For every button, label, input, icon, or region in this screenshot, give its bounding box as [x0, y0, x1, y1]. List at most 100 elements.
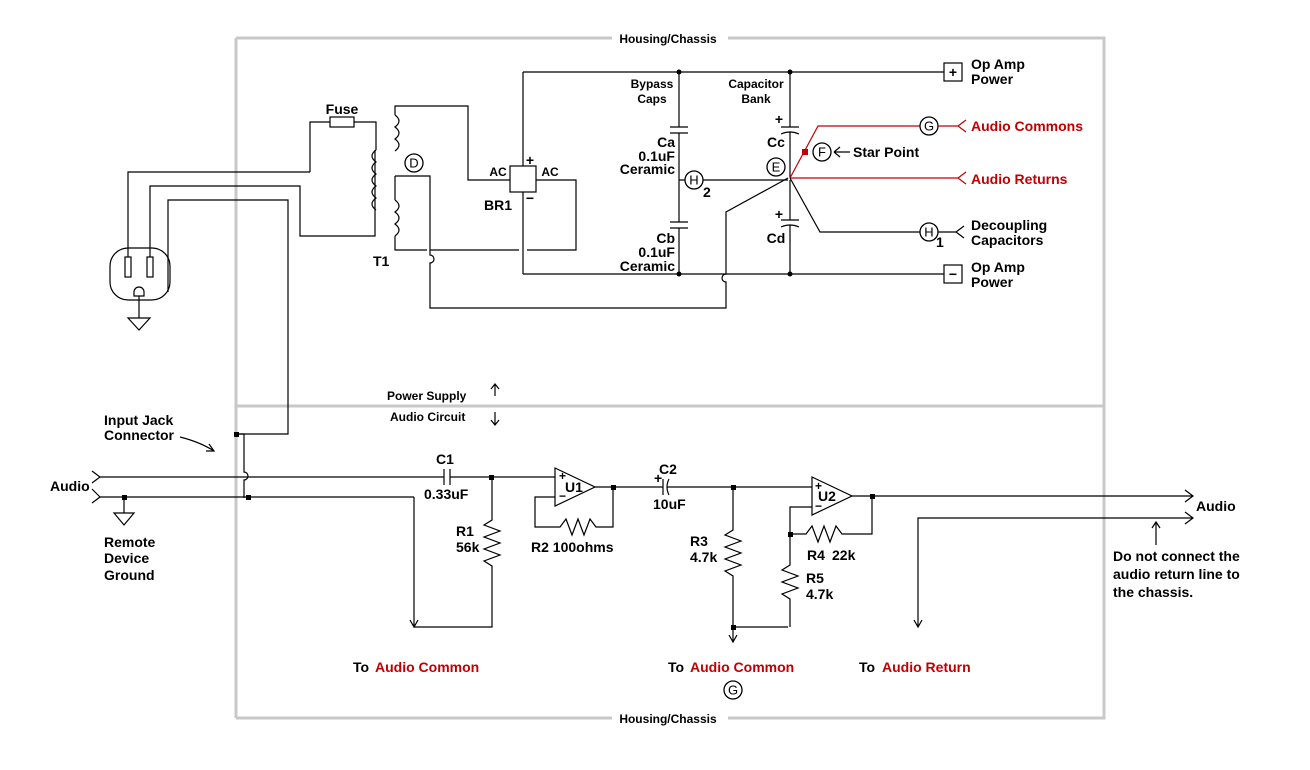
note-1: Do not connect the — [1113, 548, 1240, 564]
bank-capacitors — [780, 72, 800, 274]
c1-value: 0.33uF — [424, 486, 469, 502]
to-return: To — [859, 659, 875, 675]
bypass-caps-1: Bypass — [631, 77, 674, 91]
to-common-2-red: Audio Common — [690, 659, 794, 675]
c2-plus: + — [654, 470, 662, 486]
r4-label: R4 — [807, 547, 825, 563]
input-jack-1: Input Jack — [104, 412, 173, 428]
node-d-label: D — [409, 156, 418, 171]
earth-ground-1 — [126, 296, 152, 331]
decoupling-1: Decoupling — [971, 217, 1047, 233]
audio-out-label: Audio — [1196, 498, 1236, 514]
power-supply-label: Power Supply — [387, 389, 467, 403]
r3-value: 4.7k — [690, 549, 717, 565]
op-amp-pos-sign: + — [949, 64, 957, 80]
star-point-marker — [802, 149, 808, 155]
down-arrow — [490, 412, 500, 426]
ca-value: 0.1uF — [638, 148, 675, 164]
r2-label: R2 100ohms — [531, 539, 614, 555]
r3-resistor — [723, 487, 788, 628]
cd-label: Cd — [767, 230, 786, 246]
audio-commons-line — [789, 125, 920, 179]
t1-label: T1 — [373, 253, 390, 269]
audio-commons-label: Audio Commons — [971, 118, 1083, 134]
up-arrow — [490, 383, 500, 396]
br1-label: BR1 — [484, 197, 512, 213]
node-g-bottom-label: G — [728, 683, 738, 698]
note-arrow — [1151, 520, 1161, 545]
star-point-label: Star Point — [853, 144, 919, 160]
node-g-bottom — [723, 680, 743, 700]
remote-1: Remote — [104, 534, 156, 550]
node-h2-label: H — [689, 173, 698, 188]
ac-left-label: AC — [489, 165, 507, 179]
bypass-capacitors — [670, 72, 688, 274]
br1-minus: − — [526, 190, 534, 206]
note-2: audio return line to — [1113, 566, 1240, 582]
r3-label: R3 — [690, 533, 708, 549]
c1-label: C1 — [436, 451, 454, 467]
fuse-label: Fuse — [326, 101, 359, 117]
audio-in-label: Audio — [50, 478, 90, 494]
node-g-top-label: G — [924, 119, 934, 134]
decoupling-2: Capacitors — [971, 232, 1044, 248]
node-d — [404, 153, 424, 173]
u2-plus: + — [815, 479, 822, 493]
cb-type: Ceramic — [620, 258, 675, 274]
node-e-label: E — [772, 160, 781, 175]
chassis-bottom-label: Housing/Chassis — [619, 712, 717, 726]
op-amp-pos-terminal — [943, 62, 963, 82]
remote-3: Ground — [104, 567, 155, 583]
r5-value: 4.7k — [806, 586, 833, 602]
to-return-red: Audio Return — [882, 659, 971, 675]
node-h1-label: H — [924, 225, 933, 240]
r1-label: R1 — [456, 523, 474, 539]
br1-plus: + — [526, 152, 534, 168]
r1-value: 56k — [456, 539, 480, 555]
bridge-rectifier-br1 — [430, 72, 577, 274]
u1-plus: + — [559, 469, 566, 483]
to-common-1-red: Audio Common — [375, 659, 479, 675]
op-amp-u2 — [811, 476, 854, 516]
cb-label: Cb — [656, 230, 675, 246]
to-common-2: To — [668, 659, 684, 675]
u1-label: U1 — [565, 479, 583, 495]
to-common-1: To — [353, 659, 369, 675]
node-h2 — [684, 170, 704, 190]
cb-value: 0.1uF — [638, 244, 675, 260]
node-f — [812, 142, 832, 162]
op-amp-neg-2: Power — [971, 274, 1014, 290]
chassis-outline — [234, 36, 1106, 720]
u1-minus: − — [559, 489, 566, 503]
cc-label: Cc — [767, 134, 785, 150]
audio-out-line — [852, 489, 1194, 503]
c1-symbol — [438, 469, 555, 485]
op-amp-neg-1: Op Amp — [971, 259, 1025, 275]
op-amp-pos-2: Power — [971, 71, 1014, 87]
u2-label: U2 — [818, 488, 836, 504]
audio-return-line — [913, 517, 1193, 629]
op-amp-u1 — [554, 467, 597, 507]
fuse-symbol — [329, 116, 355, 128]
ca-label: Ca — [657, 134, 675, 150]
c2-label: C2 — [659, 461, 677, 477]
input-jack-arrow — [179, 436, 216, 452]
ac-outlet — [109, 247, 171, 301]
chassis-top-label: Housing/Chassis — [619, 32, 717, 46]
node-h2-sub: 2 — [703, 184, 711, 200]
cap-bank-2: Bank — [741, 92, 771, 106]
node-e — [766, 157, 786, 177]
r5-resistor — [780, 534, 800, 627]
op-amp-neg-terminal — [943, 264, 963, 284]
remote-ground-symbol — [112, 497, 136, 526]
input-jack-2: Connector — [104, 427, 175, 443]
ac-right-label: AC — [541, 165, 559, 179]
ca-type: Ceramic — [620, 161, 675, 177]
cap-bank-1: Capacitor — [728, 77, 784, 91]
transformer-t1 — [371, 105, 510, 251]
audio-returns-label: Audio Returns — [971, 171, 1068, 187]
u2-minus: − — [815, 499, 822, 513]
node-f-label: F — [818, 145, 826, 160]
